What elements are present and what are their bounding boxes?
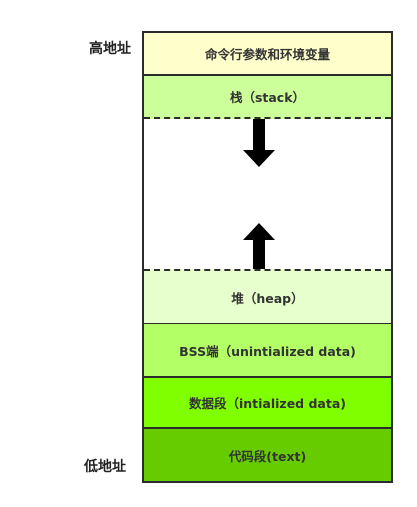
segment-stack: 栈（stack） bbox=[144, 76, 391, 119]
heap-growth-up-arrow bbox=[243, 223, 275, 269]
segment-data: 数据段（intialized data) bbox=[144, 378, 391, 429]
memory-layout-diagram: 命令行参数和环境变量 栈（stack） 堆（heap） BSS端（unintia… bbox=[142, 31, 393, 483]
segment-text: 代码段(text) bbox=[144, 429, 391, 481]
segment-bss: BSS端（unintialized data) bbox=[144, 324, 391, 378]
stack-growth-down-arrow bbox=[243, 119, 275, 167]
high-address-label: 高地址 bbox=[89, 41, 131, 57]
segment-env-args: 命令行参数和环境变量 bbox=[144, 33, 391, 76]
segment-heap: 堆（heap） bbox=[144, 269, 391, 324]
low-address-label: 低地址 bbox=[84, 459, 126, 475]
